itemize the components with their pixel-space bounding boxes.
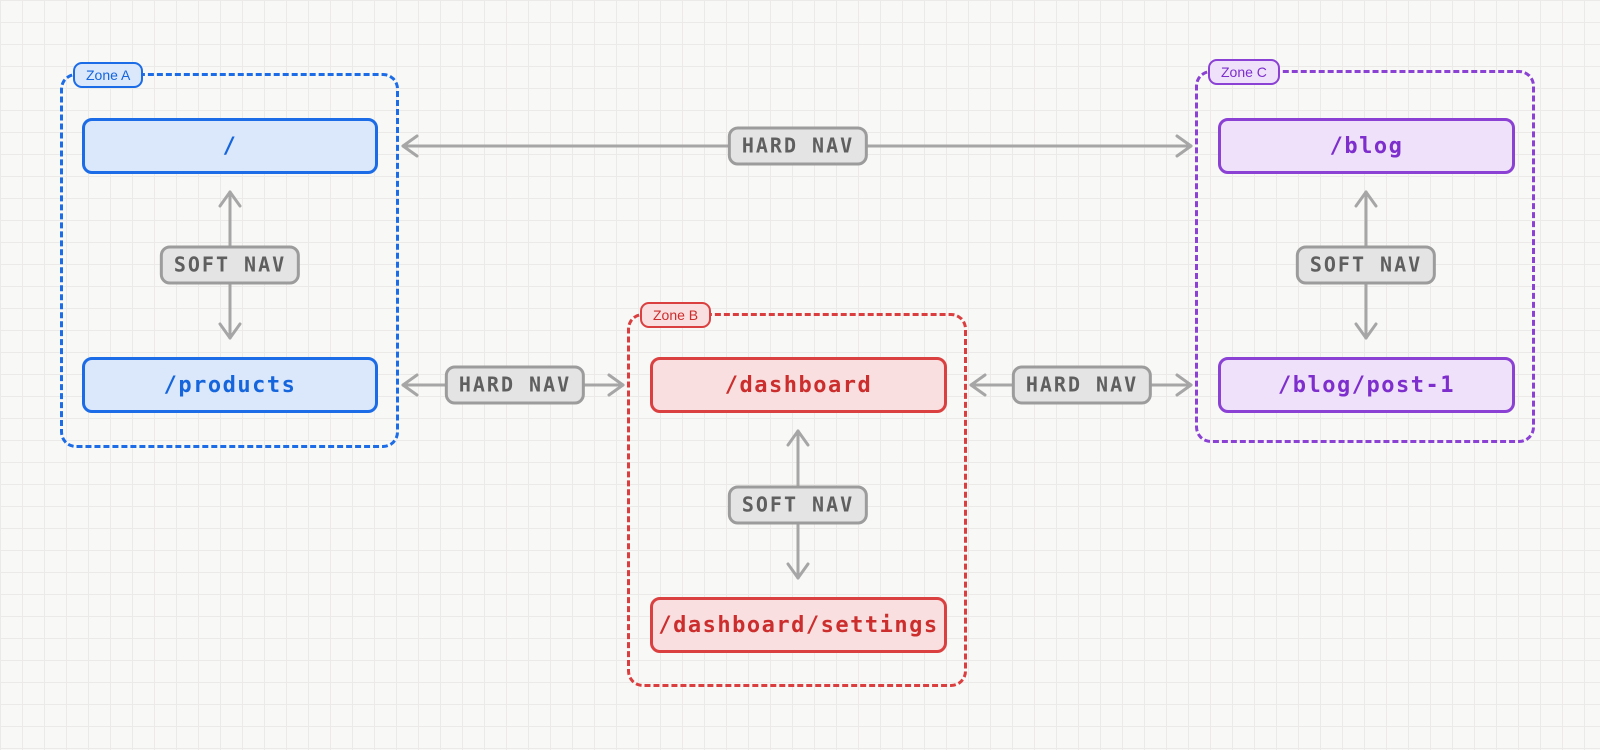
node-dashboard-settings: /dashboard/settings	[650, 597, 947, 653]
zone-c-boundary: Zone C	[1195, 59, 1535, 443]
hard-nav-badge-dashboard-blog-post-1: HARD NAV	[1011, 365, 1153, 405]
zone-b-label: Zone B	[640, 302, 712, 328]
soft-nav-badge-zone-b: SOFT NAV	[727, 485, 869, 525]
zone-a-boundary: Zone A	[60, 62, 399, 448]
zone-c-label: Zone C	[1208, 59, 1280, 85]
node-products: /products	[82, 357, 378, 413]
node-root: /	[82, 118, 378, 174]
node-blog: /blog	[1218, 118, 1515, 174]
node-blog-post-1: /blog/post-1	[1218, 357, 1515, 413]
hard-nav-badge-products-dashboard: HARD NAV	[444, 365, 586, 405]
zone-b-boundary: Zone B	[627, 302, 967, 687]
node-dashboard: /dashboard	[650, 357, 947, 413]
hard-nav-badge-root-blog: HARD NAV	[727, 126, 869, 166]
zone-a-label: Zone A	[73, 62, 144, 88]
soft-nav-badge-zone-a: SOFT NAV	[159, 245, 301, 285]
soft-nav-badge-zone-c: SOFT NAV	[1295, 245, 1437, 285]
